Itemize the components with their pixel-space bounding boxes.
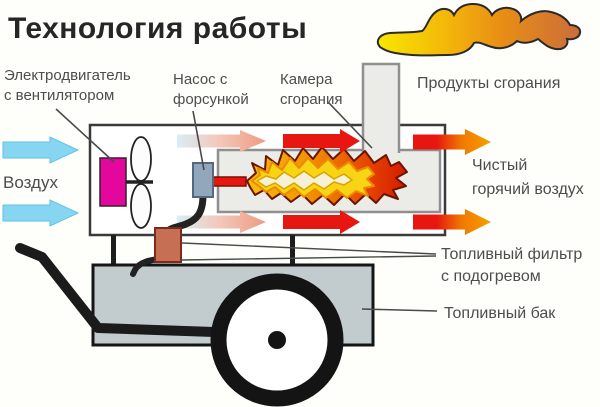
chimney: [361, 62, 401, 153]
hot-air-arrow-bottom: [283, 210, 360, 234]
diagram-title: Технология работы: [8, 12, 308, 45]
intake-air-arrow-top: [2, 136, 80, 164]
wheel-hub: [268, 331, 286, 349]
support-leg-left: [111, 235, 116, 266]
intake-air-arrow-bottom: [2, 199, 80, 227]
smoke-cloud: [376, 2, 582, 57]
fuel-filter: [154, 227, 182, 263]
leader-line-chamber: [328, 102, 373, 149]
fan-blade-bottom: [130, 183, 152, 229]
label-fuel-filter: Топливный фильтр с подогревом: [441, 246, 583, 285]
leader-line-filter-upper: [181, 242, 437, 255]
support-leg-right: [290, 235, 295, 266]
trolley-handle: [15, 243, 219, 337]
fan-blade-top: [130, 136, 152, 182]
label-clean-hot-air: Чистый горячий воздух: [472, 157, 584, 198]
label-fuel-tank: Топливный бак: [444, 305, 556, 322]
label-combustion-chamber: Камера сгорания: [280, 71, 343, 108]
leader-line-pump: [192, 110, 205, 171]
leader-line-filter-lower: [181, 255, 437, 261]
exit-air-arrow-bottom: [413, 209, 491, 235]
label-exhaust-products: Продукты сгорания: [417, 75, 561, 92]
label-pump: Насос с форсункой: [173, 71, 249, 108]
leader-line-motor: [55, 108, 115, 163]
electric-motor: [99, 157, 127, 207]
exit-air-arrow-top: [413, 129, 491, 155]
leader-line-tank: [361, 308, 438, 312]
nozzle-tube: [211, 176, 247, 187]
label-electric-motor: Электродвигатель с вентилятором: [4, 67, 131, 104]
label-air-intake: Воздух: [3, 173, 58, 192]
hot-air-arrow-top: [283, 129, 360, 153]
flame-core: [256, 170, 353, 191]
